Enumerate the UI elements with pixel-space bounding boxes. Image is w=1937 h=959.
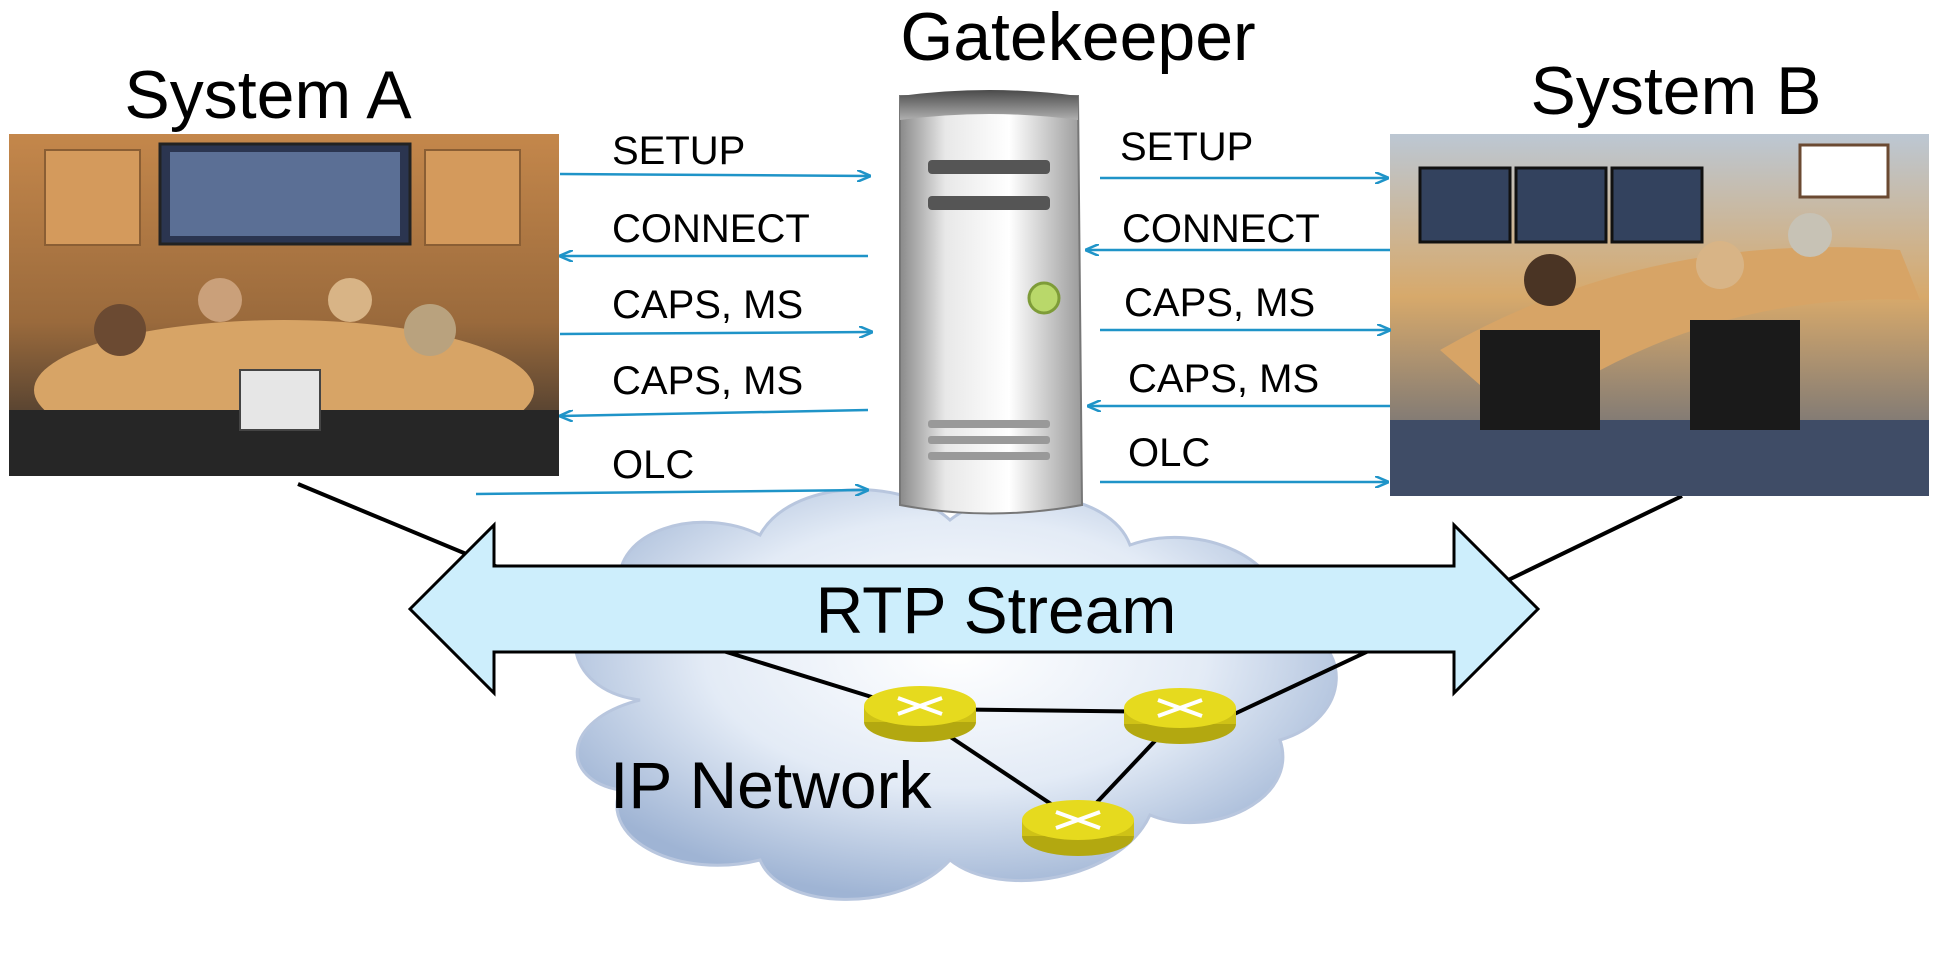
msg-label-left: CAPS, MS <box>612 359 803 403</box>
link-system-b <box>1499 494 1683 586</box>
meeting-room-photo <box>9 134 559 476</box>
gatekeeper-title: Gatekeeper <box>900 0 1255 75</box>
msg-label-left: SETUP <box>612 129 745 173</box>
msg-label-left: CAPS, MS <box>612 283 803 327</box>
arrow-caps2-left <box>560 408 869 416</box>
signal-arrows-left <box>475 174 872 494</box>
ip-network-label: IP Network <box>610 748 933 822</box>
arrow-setup-left <box>559 174 870 176</box>
meeting-room-photo <box>1390 134 1929 496</box>
signal-arrows-right <box>1086 178 1390 482</box>
system-b-title: System B <box>1531 53 1822 129</box>
rtp-stream-arrow <box>407 521 1541 697</box>
msg-label-right: CONNECT <box>1122 207 1320 251</box>
router-icon <box>1124 688 1236 744</box>
link-b-router2 <box>1229 646 1376 718</box>
arrow-olc-left <box>475 490 868 494</box>
msg-label-right: SETUP <box>1120 125 1253 169</box>
msg-label-right: CAPS, MS <box>1124 281 1315 325</box>
msg-label-right: CAPS, MS <box>1128 357 1319 401</box>
router-icon <box>1022 800 1134 856</box>
router-icon <box>864 686 976 742</box>
msg-label-right: OLC <box>1128 431 1210 475</box>
msg-label-left: OLC <box>612 443 694 487</box>
system-a-title: System A <box>124 57 412 133</box>
msg-label-left: CONNECT <box>612 207 810 251</box>
arrow-caps1-left <box>559 332 872 334</box>
rtp-stream-label: RTP Stream <box>816 573 1177 647</box>
server-icon <box>899 90 1084 515</box>
